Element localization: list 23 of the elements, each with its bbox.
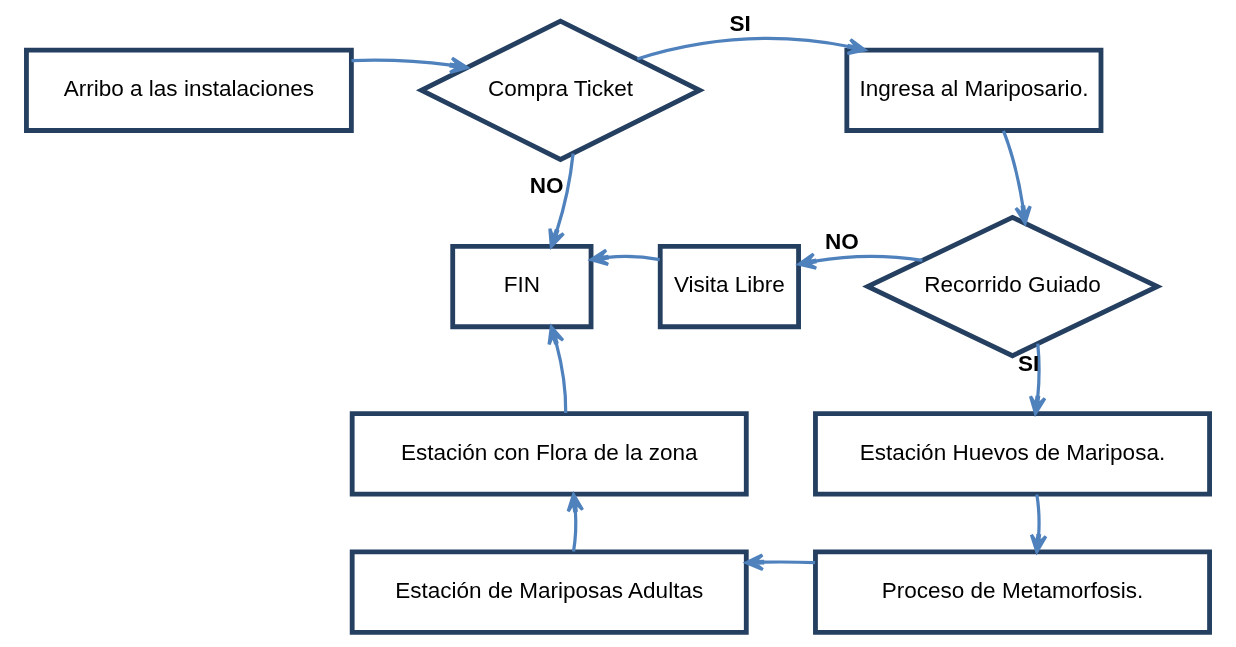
- node-box: Estación con Flora de la zona: [349, 411, 749, 497]
- arrow: [636, 36, 867, 61]
- node-box: Estación Huevos de Mariposa.: [813, 411, 1212, 497]
- arrow: [1029, 494, 1048, 554]
- arrow: [797, 252, 923, 270]
- node-box: Arribo a las instalaciones: [24, 47, 354, 133]
- arrow: [548, 153, 575, 248]
- edge-label: NO: [529, 173, 564, 199]
- node-box: Proceso de Metamorfosis.: [813, 549, 1212, 635]
- arrow: [547, 325, 568, 414]
- node-box: FIN: [450, 243, 594, 330]
- arrow: [1028, 343, 1047, 415]
- arrow: [589, 248, 661, 267]
- node-box: Visita Libre: [657, 243, 801, 330]
- node-diamond: Compra Ticket: [415, 18, 706, 163]
- arrow: [1002, 130, 1032, 225]
- arrow: [566, 492, 585, 552]
- node-box: Estación de Mariposas Adultas: [349, 549, 749, 635]
- node-box: Ingresa al Mariposario.: [844, 47, 1104, 133]
- arrow: [744, 553, 816, 572]
- arrow: [351, 56, 469, 74]
- edge-label: NO: [824, 228, 859, 254]
- edge-label: SI: [729, 11, 751, 37]
